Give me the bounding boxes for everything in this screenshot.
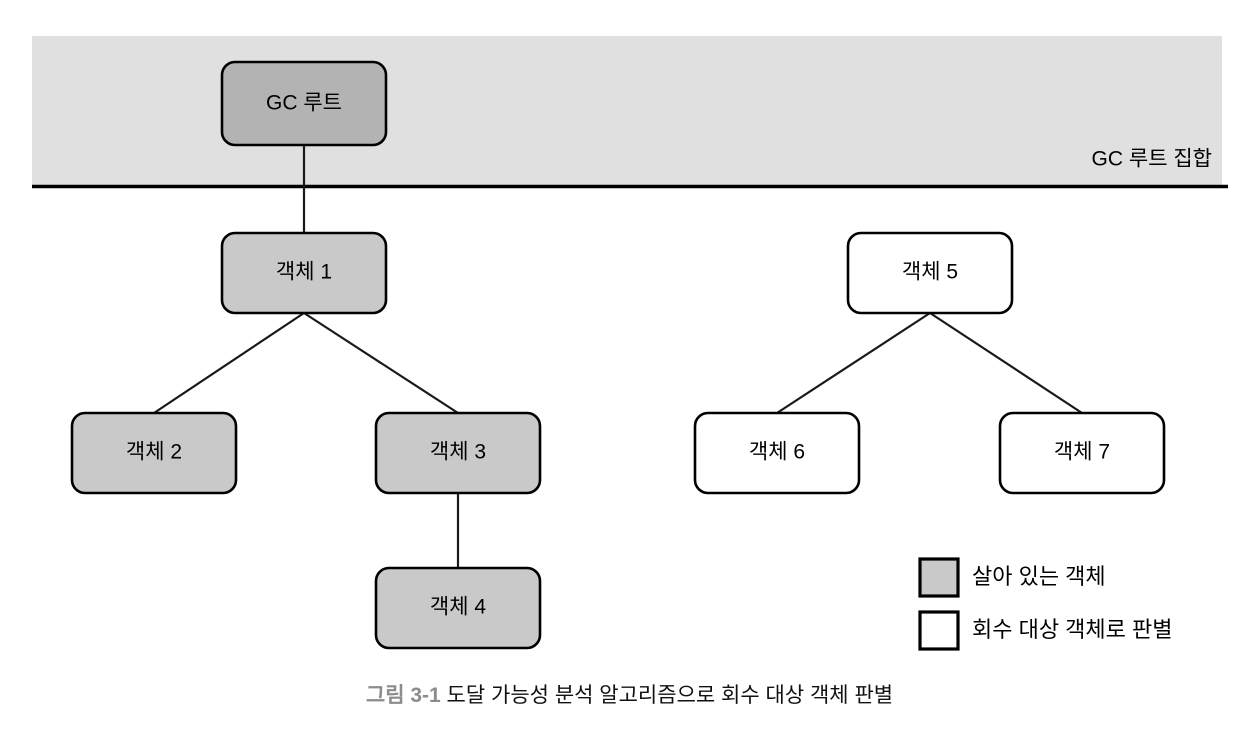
node-object-4-box[interactable] [374, 566, 542, 650]
edge-object-1-object-3 [303, 312, 459, 414]
node-gc-root-box[interactable] [220, 60, 388, 147]
legend-label-collectable: 회수 대상 객체로 판별 [972, 617, 1173, 642]
legend-item-collectable: 회수 대상 객체로 판별 [918, 610, 1173, 651]
gc-root-set-band [32, 36, 1222, 186]
legend-item-live: 살아 있는 객체 [918, 557, 1106, 598]
node-gc-root[interactable]: GC 루트 [220, 60, 388, 147]
node-object-2[interactable]: 객체 2 [70, 411, 238, 495]
node-object-4-label: 객체 4 [430, 596, 486, 619]
figure-caption-number: 그림 3-1 [365, 684, 441, 707]
node-object-1-label: 객체 1 [276, 261, 332, 284]
node-object-7-label: 객체 7 [1054, 441, 1110, 464]
legend-swatch-live-icon [918, 557, 960, 598]
node-object-3-label: 객체 3 [430, 441, 486, 464]
edge-object-5-object-6 [776, 312, 931, 414]
edge-object-1-object-2 [153, 312, 305, 414]
node-object-1-box[interactable] [220, 231, 388, 315]
node-gc-root-label: GC 루트 [266, 92, 342, 115]
node-object-7[interactable]: 객체 7 [998, 411, 1166, 495]
edge-object-5-object-7 [929, 312, 1083, 414]
gc-root-set-label: GC 루트 집합 [1092, 148, 1212, 171]
node-object-1[interactable]: 객체 1 [220, 231, 388, 315]
figure-caption: 그림 3-1 도달 가능성 분석 알고리즘으로 회수 대상 객체 판별 [0, 679, 1259, 709]
legend: 살아 있는 객체 회수 대상 객체로 판별 [918, 557, 1173, 651]
figure-caption-text: 도달 가능성 분석 알고리즘으로 회수 대상 객체 판별 [446, 684, 894, 707]
node-object-4[interactable]: 객체 4 [374, 566, 542, 650]
node-object-2-box[interactable] [70, 411, 238, 495]
node-object-6-label: 객체 6 [749, 441, 805, 464]
node-object-5-label: 객체 5 [902, 261, 958, 284]
node-object-3-box[interactable] [374, 411, 542, 495]
node-object-5-box[interactable] [846, 231, 1014, 315]
node-object-6-box[interactable] [693, 411, 861, 495]
edge-group [153, 145, 1083, 568]
node-object-3[interactable]: 객체 3 [374, 411, 542, 495]
node-object-5[interactable]: 객체 5 [846, 231, 1014, 315]
node-object-6[interactable]: 객체 6 [693, 411, 861, 495]
legend-label-live: 살아 있는 객체 [972, 564, 1106, 589]
node-object-2-label: 객체 2 [126, 441, 182, 464]
node-object-7-box[interactable] [998, 411, 1166, 495]
legend-swatch-collectable-icon [918, 610, 960, 651]
